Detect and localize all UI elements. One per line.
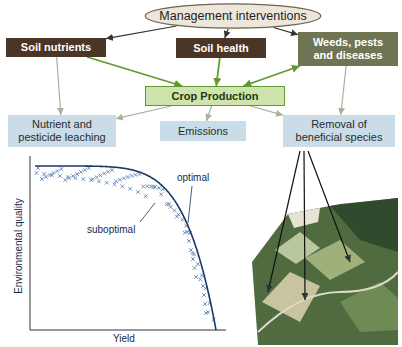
connector-arrow — [341, 66, 346, 115]
axis-title: Environmental quality — [13, 185, 25, 307]
intervention-ellipse: Management interventions — [144, 3, 322, 29]
road — [258, 272, 398, 332]
production-box: Crop Production — [145, 86, 285, 106]
node-text: Emissions — [178, 125, 228, 138]
chart-label: optimal — [176, 172, 210, 184]
terrain — [252, 198, 398, 345]
impact-box: Nutrient and pesticide leaching — [8, 115, 116, 147]
connector-arrow — [273, 28, 298, 35]
scatter-marks — [35, 166, 216, 321]
node-text: Soil nutrients — [21, 41, 91, 54]
connector-arrow — [250, 106, 283, 115]
connector-arrow — [106, 26, 177, 39]
y-axis — [30, 156, 31, 330]
connector-arrow — [243, 66, 300, 86]
node-text: Soil health — [193, 42, 249, 55]
chart-label: suboptimal — [86, 224, 136, 236]
factor-box: Soil health — [176, 38, 266, 58]
connector-arrow — [216, 58, 220, 86]
node-text: Weeds, pests and diseases — [303, 36, 393, 62]
connector-arrow — [116, 106, 171, 119]
field — [305, 240, 365, 280]
pointer-arrow — [268, 151, 300, 292]
frontier-curve — [35, 166, 216, 330]
x-axis — [30, 330, 226, 331]
connector-arrow — [206, 106, 211, 121]
chart-label: Yield — [112, 333, 136, 345]
node-text: Crop Production — [172, 90, 259, 103]
leader-line — [140, 203, 155, 222]
impact-box: Removal of beneficial species — [283, 115, 395, 147]
impact-box: Emissions — [160, 121, 246, 141]
leader-line — [188, 186, 192, 223]
factor-box: Soil nutrients — [6, 38, 106, 57]
node-text: Nutrient and pesticide leaching — [13, 118, 111, 144]
pointer-arrow — [304, 151, 305, 300]
node-text: Management interventions — [159, 10, 306, 23]
connector-arrow — [225, 29, 228, 38]
connector-arrow — [57, 57, 61, 115]
node-text: Removal of beneficial species — [288, 118, 390, 144]
pointer-arrow — [308, 151, 350, 262]
ellipse-shape — [145, 4, 321, 28]
connector-arrow — [87, 57, 182, 86]
factor-box: Weeds, pests and diseases — [298, 32, 398, 66]
